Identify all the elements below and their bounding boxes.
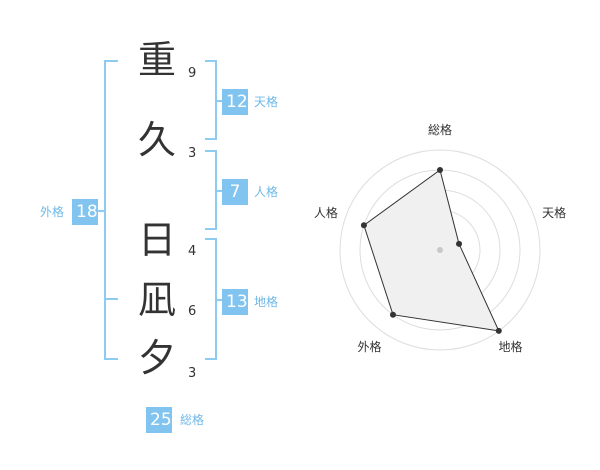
stroke-count-1: 9 [188,66,197,81]
gaikaku-label: 外格 [40,205,65,219]
stroke-count-4: 6 [188,304,197,319]
stroke-count-3: 4 [188,244,197,259]
gaikaku-inner-tick [104,298,118,300]
radar-axis-label-3: 地格 [498,339,522,354]
chikaku-value-badge: 13 [222,289,248,315]
radar-ring-5 [339,149,541,351]
name-character-1: 重 [137,38,176,82]
radar-point-2 [456,240,463,247]
radar-point-1 [437,167,443,173]
jinkaku-label: 人格 [254,185,279,199]
radar-center-dot [437,247,443,253]
radar-polygon [363,169,500,332]
tenkaku-value-badge: 12 [222,89,248,115]
name-character-4: 凪 [137,278,176,322]
radar-point-5 [360,222,367,229]
tenkaku-connector [216,100,222,102]
jinkaku-value-badge: 7 [222,179,248,205]
jinkaku-connector [216,190,222,192]
radar-axis-label-5: 人格 [314,205,338,220]
radar-axis-label-2: 天格 [542,205,566,220]
stroke-count-5: 3 [188,366,197,381]
name-character-2: 久 [137,118,176,162]
name-character-5: 夕 [137,336,176,380]
soukaku-label: 総格 [180,413,205,427]
radar-axis-label-4: 外格 [357,339,381,354]
name-character-3: 日 [137,218,176,262]
chikaku-connector [216,299,222,301]
radar-axis-label-1: 総格 [428,122,452,137]
gaikaku-bracket [104,60,118,360]
stroke-count-2: 3 [188,146,197,161]
gaikaku-connector [98,210,106,212]
radar-point-3 [495,327,502,334]
tenkaku-label: 天格 [254,95,279,109]
chikaku-label: 地格 [254,295,279,309]
gaikaku-value-badge: 18 [72,199,98,225]
radar-point-4 [389,311,396,318]
soukaku-value-badge: 25 [146,407,172,433]
